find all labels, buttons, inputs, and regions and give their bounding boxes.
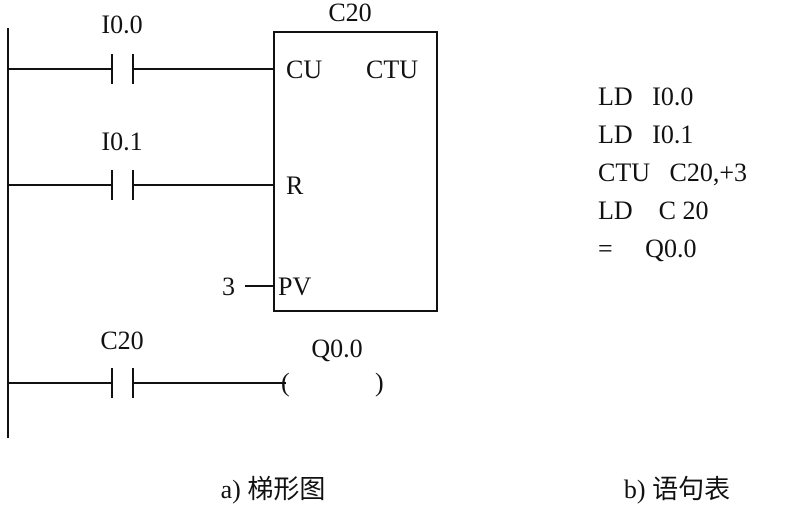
caption-statement-list: b) 语句表 — [624, 475, 730, 504]
counter-pin-cu: CU — [286, 55, 322, 84]
stl-line-2: LD I0.1 — [598, 120, 694, 149]
counter-pin-pv: PV — [278, 272, 311, 301]
coil-right-paren: ) — [375, 368, 384, 397]
stl-line-1: LD I0.0 — [598, 82, 694, 111]
contact-c20-label: C20 — [100, 326, 143, 355]
contact-i0-0-label: I0.0 — [101, 10, 142, 39]
counter-pin-r: R — [286, 171, 304, 200]
stl-line-5: = Q0.0 — [598, 234, 697, 263]
counter-block: C20 CU CTU R PV 3 — [222, 0, 438, 312]
contact-i0-1-label: I0.1 — [101, 127, 142, 156]
rung-2: I0.1 — [8, 127, 274, 200]
counter-box — [273, 31, 438, 312]
caption-ladder: a) 梯形图 — [221, 475, 326, 504]
rung-3: C20 Q0.0 ( ) — [8, 326, 384, 398]
stl-line-4: LD C 20 — [598, 196, 709, 225]
counter-type: CTU — [366, 55, 418, 84]
coil-left-paren: ( — [281, 368, 290, 397]
preset-value: 3 — [222, 272, 235, 301]
stl-line-3: CTU C20,+3 — [598, 158, 748, 187]
counter-name: C20 — [328, 0, 371, 27]
coil-q0-0-label: Q0.0 — [311, 334, 362, 363]
rung-1: I0.0 — [8, 10, 274, 84]
